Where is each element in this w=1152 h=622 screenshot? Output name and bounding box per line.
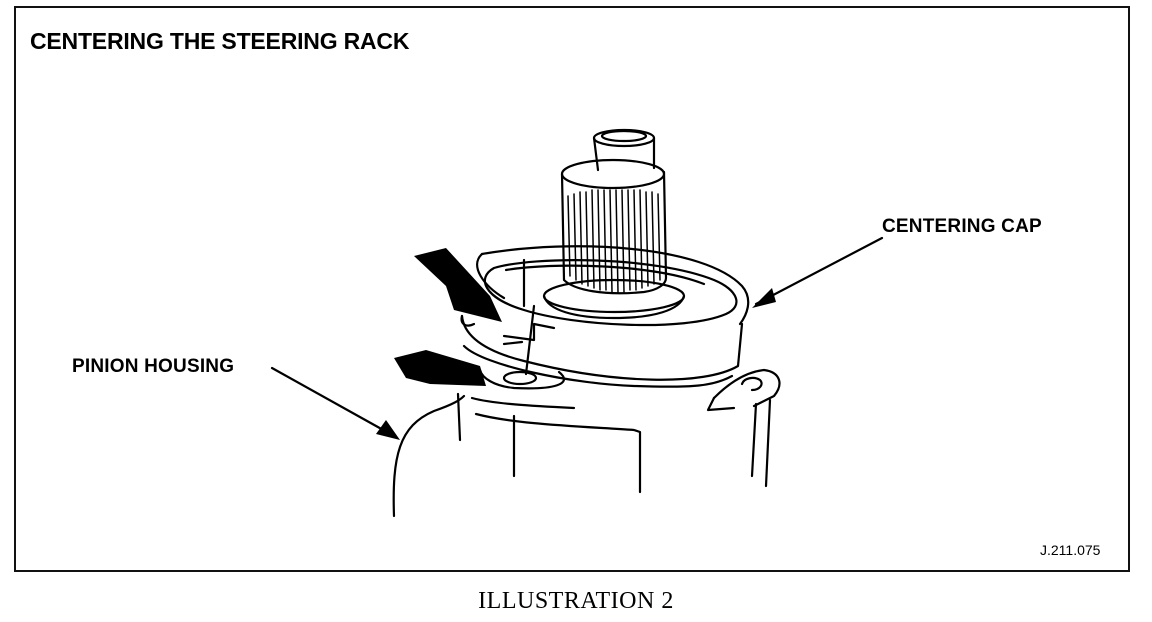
pinion-housing-shape	[392, 368, 781, 518]
pinion-housing-arrowhead	[376, 420, 400, 440]
shaft-knurling	[567, 189, 661, 293]
pinion-shaft-shape	[542, 128, 686, 320]
steering-rack-drawing	[270, 128, 884, 518]
illustration-caption: ILLUSTRATION 2	[478, 588, 674, 614]
pinion-housing-label: PINION HOUSING	[72, 356, 235, 377]
centering-cap-arrowhead	[752, 288, 776, 308]
illustration-frame	[14, 6, 1130, 572]
alignment-arrow-lower	[394, 350, 486, 386]
reference-code: J.211.075	[1040, 542, 1101, 558]
centering-cap-label: CENTERING CAP	[882, 216, 1042, 237]
centering-cap-leader	[754, 236, 884, 306]
centering-cap-shape	[460, 245, 750, 388]
alignment-arrow-upper	[414, 248, 502, 322]
diagram-title: CENTERING THE STEERING RACK	[30, 28, 410, 54]
pinion-housing-leader	[270, 366, 396, 438]
